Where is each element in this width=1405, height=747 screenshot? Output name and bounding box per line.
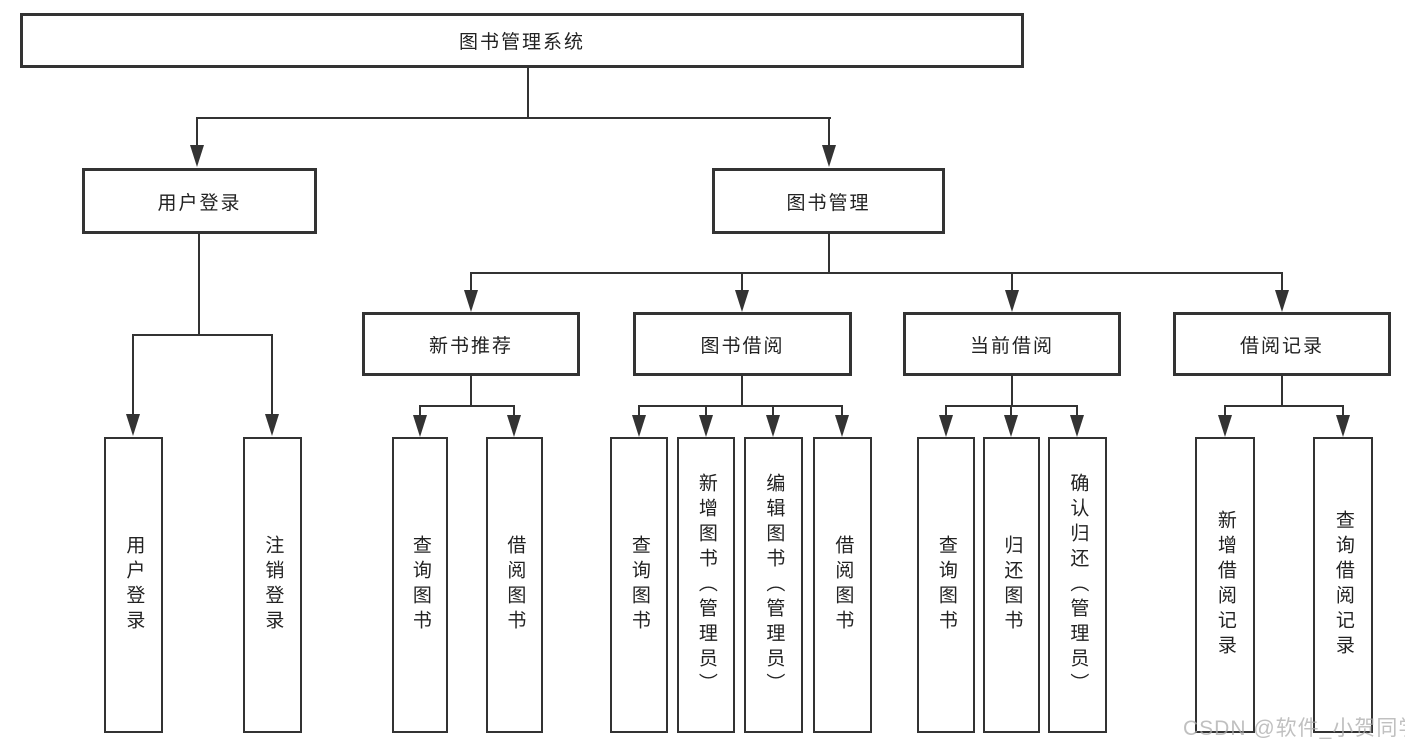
arrow-down-icon xyxy=(766,415,780,437)
connector-line xyxy=(638,405,640,416)
connector-line xyxy=(470,375,472,407)
connector-line xyxy=(1076,405,1078,416)
leaf-label: 编辑图书（管理员） xyxy=(763,472,785,698)
arrow-down-icon xyxy=(822,145,836,167)
csdn-watermark: CSDN @软件_小贺同学 xyxy=(1183,717,1405,740)
arrow-down-icon xyxy=(835,415,849,437)
connector-line xyxy=(419,405,515,407)
leaf-logout: 注销登录 xyxy=(243,437,302,733)
connector-line xyxy=(271,334,273,415)
arrow-down-icon xyxy=(464,290,478,312)
connector-line xyxy=(513,405,515,416)
node-label: 图书借阅 xyxy=(700,335,785,357)
leaf-add-borrow-record: 新增借阅记录 xyxy=(1195,437,1255,733)
leaf-user-login: 用户登录 xyxy=(104,437,163,733)
leaf-label: 用户登录 xyxy=(123,535,145,635)
leaf-label: 新增借阅记录 xyxy=(1214,510,1236,660)
connector-line xyxy=(470,272,472,291)
arrow-down-icon xyxy=(1336,415,1350,437)
arrow-down-icon xyxy=(632,415,646,437)
node-label: 用户登录 xyxy=(157,192,242,214)
connector-line xyxy=(196,117,198,146)
leaf-label: 新增图书（管理员） xyxy=(695,472,717,698)
node-label: 当前借阅 xyxy=(969,335,1054,357)
leaf-label: 查询图书 xyxy=(628,535,650,635)
connector-line xyxy=(741,375,743,407)
connector-line xyxy=(828,233,830,274)
connector-line xyxy=(470,272,1283,274)
arrow-down-icon xyxy=(1218,415,1232,437)
connector-line xyxy=(1342,405,1344,416)
leaf-label: 借阅图书 xyxy=(504,535,526,635)
leaf-borrow-books: 借阅图书 xyxy=(813,437,872,733)
node-new-book-recommend: 新书推荐 xyxy=(362,312,580,376)
node-current-borrowing: 当前借阅 xyxy=(903,312,1121,376)
arrow-down-icon xyxy=(507,415,521,437)
arrow-down-icon xyxy=(413,415,427,437)
leaf-label: 查询图书 xyxy=(935,535,957,635)
leaf-return-books: 归还图书 xyxy=(983,437,1040,733)
connector-line xyxy=(841,405,843,416)
leaf-query-books-current: 查询图书 xyxy=(917,437,975,733)
connector-line xyxy=(945,405,947,416)
connector-line xyxy=(1224,405,1226,416)
connector-line xyxy=(1281,375,1283,407)
arrow-down-icon xyxy=(190,145,204,167)
node-label: 新书推荐 xyxy=(428,335,513,357)
arrow-down-icon xyxy=(735,290,749,312)
connector-line xyxy=(196,117,831,119)
node-user-login: 用户登录 xyxy=(82,168,317,234)
leaf-query-books-recommend: 查询图书 xyxy=(392,437,448,733)
arrow-down-icon xyxy=(1275,290,1289,312)
leaf-query-books-borrow: 查询图书 xyxy=(610,437,668,733)
arrow-down-icon xyxy=(1005,290,1019,312)
connector-line xyxy=(1011,375,1013,407)
leaf-add-books-admin: 新增图书（管理员） xyxy=(677,437,735,733)
connector-line xyxy=(1010,405,1012,416)
connector-line xyxy=(772,405,774,416)
node-root-library-management-system: 图书管理系统 xyxy=(20,13,1024,68)
arrow-down-icon xyxy=(939,415,953,437)
arrow-down-icon xyxy=(699,415,713,437)
connector-line xyxy=(705,405,707,416)
node-book-management: 图书管理 xyxy=(712,168,945,234)
arrow-down-icon xyxy=(1070,415,1084,437)
leaf-label: 注销登录 xyxy=(262,535,284,635)
connector-line xyxy=(741,272,743,291)
leaf-confirm-return-admin: 确认归还（管理员） xyxy=(1048,437,1107,733)
arrow-down-icon xyxy=(126,414,140,436)
arrow-down-icon xyxy=(1004,415,1018,437)
leaf-label: 确认归还（管理员） xyxy=(1067,472,1089,698)
node-borrowing-records: 借阅记录 xyxy=(1173,312,1391,376)
connector-line xyxy=(1281,272,1283,291)
leaf-label: 归还图书 xyxy=(1001,535,1023,635)
leaf-borrow-books-recommend: 借阅图书 xyxy=(486,437,543,733)
leaf-label: 借阅图书 xyxy=(832,535,854,635)
node-label: 图书管理系统 xyxy=(458,32,585,53)
connector-line xyxy=(198,233,200,336)
connector-line xyxy=(828,117,830,146)
node-book-borrowing: 图书借阅 xyxy=(633,312,852,376)
connector-line xyxy=(419,405,421,416)
node-label: 图书管理 xyxy=(786,192,871,214)
connector-line xyxy=(132,334,273,336)
node-label: 借阅记录 xyxy=(1239,335,1324,357)
leaf-query-borrow-record: 查询借阅记录 xyxy=(1313,437,1373,733)
arrow-down-icon xyxy=(265,414,279,436)
leaf-edit-books-admin: 编辑图书（管理员） xyxy=(744,437,803,733)
connector-line xyxy=(1224,405,1344,407)
leaf-label: 查询图书 xyxy=(409,535,431,635)
connector-line xyxy=(527,67,529,118)
connector-line xyxy=(638,405,843,407)
connector-line xyxy=(1011,272,1013,291)
connector-line xyxy=(132,334,134,415)
leaf-label: 查询借阅记录 xyxy=(1332,510,1354,660)
